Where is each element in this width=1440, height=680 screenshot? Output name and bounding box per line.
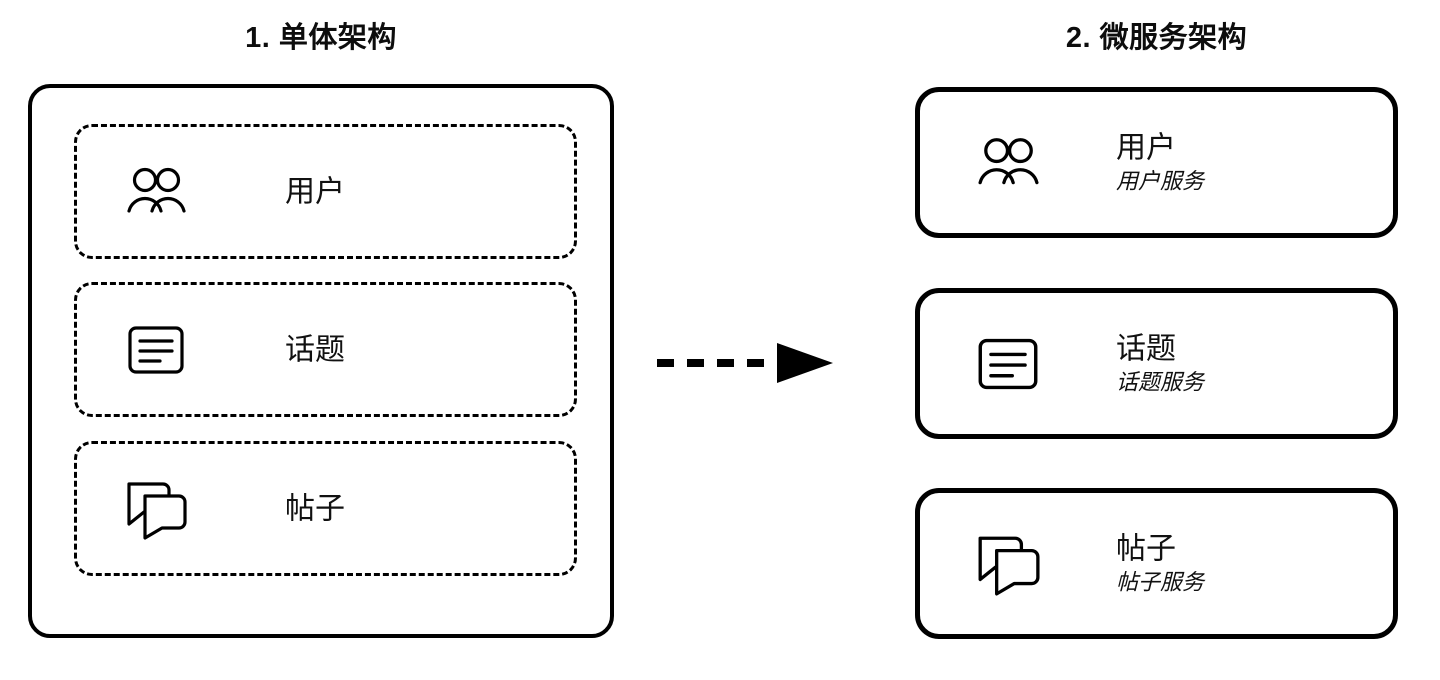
article-icon — [975, 331, 1041, 397]
left-panel-title: 1. 单体架构 — [245, 22, 397, 54]
users-icon — [975, 130, 1041, 196]
service-text-topic: 话题 话题服务 — [1116, 333, 1204, 394]
service-text-user: 用户 用户服务 — [1116, 132, 1204, 193]
chat-bubbles-icon — [125, 478, 187, 540]
dashed-right-arrow-icon — [655, 341, 840, 385]
service-title-topic: 话题 — [1116, 332, 1176, 366]
right-panel-title: 2. 微服务架构 — [1065, 22, 1248, 54]
service-subtitle-user: 用户服务 — [1116, 168, 1205, 194]
service-card-user[interactable]: 用户 用户服务 — [915, 87, 1398, 238]
module-box-topic[interactable]: 话题 — [74, 282, 577, 417]
service-subtitle-topic: 话题服务 — [1116, 369, 1205, 395]
module-box-user[interactable]: 用户 — [74, 124, 577, 259]
service-text-post: 帖子 帖子服务 — [1116, 533, 1204, 594]
users-icon — [125, 161, 187, 223]
service-title-user: 用户 — [1116, 131, 1176, 165]
service-card-topic[interactable]: 话题 话题服务 — [915, 288, 1398, 439]
module-label-post: 帖子 — [285, 492, 345, 525]
module-box-post[interactable]: 帖子 — [74, 441, 577, 576]
service-subtitle-post: 帖子服务 — [1116, 569, 1205, 595]
service-card-post[interactable]: 帖子 帖子服务 — [915, 488, 1398, 639]
article-icon — [125, 319, 187, 381]
service-title-post: 帖子 — [1116, 532, 1176, 566]
module-label-topic: 话题 — [285, 333, 345, 366]
monolith-container: 用户 话题 帖子 — [28, 84, 614, 638]
module-label-user: 用户 — [285, 175, 345, 208]
chat-bubbles-icon — [975, 531, 1041, 597]
